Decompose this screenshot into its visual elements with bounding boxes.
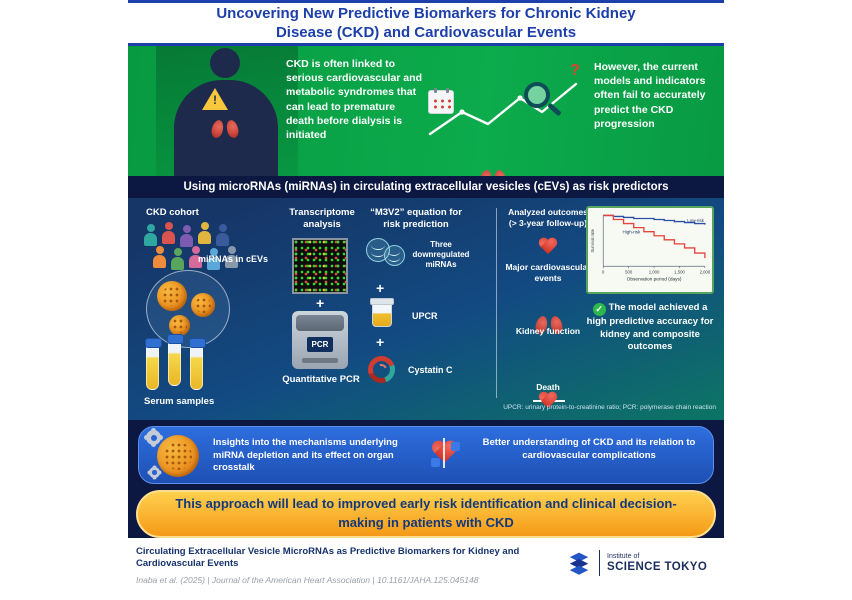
cohort-crowd-icon <box>144 222 248 274</box>
kidney-icon <box>212 118 238 140</box>
kidney-icon <box>480 168 506 176</box>
check-icon: ✓ <box>592 303 606 317</box>
equation-item-upcr: UPCR <box>412 311 438 321</box>
cohort-label: CKD cohort <box>146 207 199 218</box>
column-divider <box>496 208 497 398</box>
poster: Uncovering New Predictive Biomarkers for… <box>128 0 724 600</box>
insight-right-text: Better understanding of CKD and its rela… <box>482 437 696 461</box>
heart-puzzle-icon <box>429 438 463 470</box>
model-accuracy-note: ✓The model achieved a high predictive ac… <box>586 302 714 353</box>
gear-icon <box>146 430 161 445</box>
magnifier-icon <box>524 82 564 122</box>
pcr-machine-icon: PCR <box>292 311 348 369</box>
serum-tube-icon <box>145 338 162 390</box>
svg-text:Low-risk: Low-risk <box>687 218 704 223</box>
outcome-mace: Major cardiovascular events <box>505 262 591 283</box>
svg-text:2,000: 2,000 <box>700 269 711 274</box>
conclusion-banner: This approach will lead to improved earl… <box>136 490 716 538</box>
svg-text:High-risk: High-risk <box>623 230 641 235</box>
plus-icon: + <box>376 334 385 350</box>
logo-science-tokyo: SCIENCE TOKYO <box>607 561 708 573</box>
outcome-kidney: Kidney function <box>515 326 581 336</box>
page-title-line2: Disease (CKD) and Cardiovascular Events <box>275 24 577 41</box>
svg-text:1,000: 1,000 <box>649 269 660 274</box>
serum-tube-icon <box>167 334 184 386</box>
outcome-death: Death <box>536 382 560 392</box>
pcr-screen-label: PCR <box>307 337 333 352</box>
svg-text:0: 0 <box>602 269 605 274</box>
calendar-icon <box>428 88 454 114</box>
insights-panel: Insights into the mechanisms underlying … <box>138 426 714 484</box>
logo-institute-of: Institute of <box>607 553 640 560</box>
result-text: The model achieved a high predictive acc… <box>586 302 714 353</box>
footer: Circulating Extracellular Vesicle MicroR… <box>128 538 724 600</box>
urine-cup-icon <box>370 298 394 327</box>
insight-left-text: Insights into the mechanisms underlying … <box>213 437 398 474</box>
svg-text:Observation period (days): Observation period (days) <box>627 277 682 283</box>
human-silhouette-icon <box>210 48 240 78</box>
science-tokyo-mark-icon <box>569 552 589 575</box>
svg-text:Survival rate: Survival rate <box>590 228 595 252</box>
gear-icon <box>149 467 160 478</box>
problem-right-text: However, the current models and indicato… <box>594 61 706 130</box>
method-banner: Using microRNAs (miRNAs) in circulating … <box>183 181 669 193</box>
outcomes-title: Analyzed outcomes (> 3-year follow-up) <box>508 207 588 228</box>
serum-label: Serum samples <box>144 396 215 407</box>
study-panel: CKD cohort miRNAs in cEVs <box>128 198 724 420</box>
microarray-icon <box>292 238 348 294</box>
svg-text:500: 500 <box>625 269 633 274</box>
cystatin-c-icon <box>363 351 400 388</box>
heart-icon <box>538 238 558 256</box>
plus-icon: + <box>316 295 325 311</box>
svg-text:1,500: 1,500 <box>674 269 685 274</box>
question-mark-icon: ? <box>570 62 580 79</box>
paper-title: Circulating Extracellular Vesicle MicroR… <box>136 546 520 570</box>
institution-logo: Institute of SCIENCE TOKYO <box>566 550 707 576</box>
logo-divider <box>599 550 600 576</box>
downregulated-mirna-icon <box>366 238 412 270</box>
qpcr-label: Quantitative PCR <box>282 374 360 385</box>
serum-tube-icon <box>189 338 206 390</box>
problem-left-text: CKD is often linked to serious cardiovas… <box>286 58 422 141</box>
problem-section: ! CKD is often linked to serious cardiov… <box>128 46 724 176</box>
plus-icon: + <box>376 280 385 296</box>
citation: Inaba et al. (2025) | Journal of the Ame… <box>136 575 479 585</box>
equation-item-cystatin: Cystatin C <box>408 365 453 375</box>
transcriptome-label: Transcriptome analysis <box>289 207 355 230</box>
vesicle-icon <box>157 435 199 477</box>
conclusion-text: This approach will lead to improved earl… <box>175 496 677 530</box>
heart-flatline-icon <box>533 392 565 410</box>
study-wrap: Using microRNAs (miRNAs) in circulating … <box>128 176 724 538</box>
cev-circle-icon <box>146 270 230 348</box>
page-title-line1: Uncovering New Predictive Biomarkers for… <box>216 5 636 22</box>
equation-title: “M3V2” equation for risk prediction <box>370 207 462 230</box>
mirna-cev-label: miRNAs in cEVs <box>198 254 269 264</box>
title-block: Uncovering New Predictive Biomarkers for… <box>128 0 724 46</box>
abbreviations-note: UPCR: urinary protein-to-creatinine rati… <box>503 404 716 411</box>
equation-item-mirnas: Three downregulated miRNAs <box>412 240 470 269</box>
